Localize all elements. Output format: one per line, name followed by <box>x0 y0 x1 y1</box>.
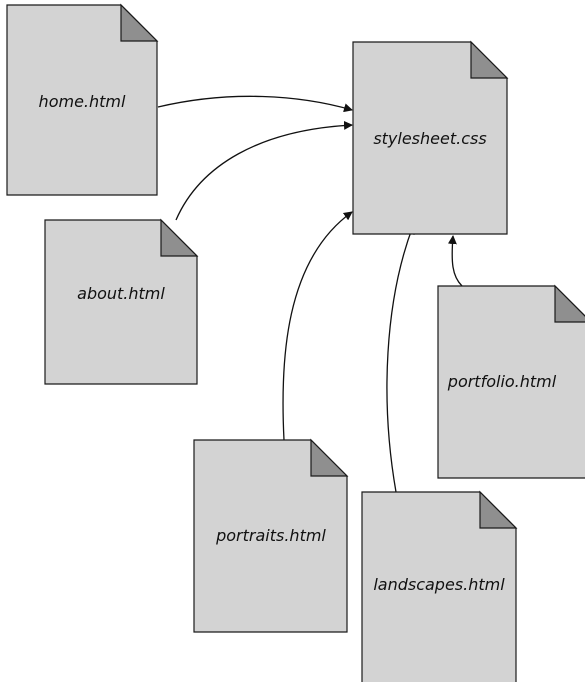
file-label-landscapes: landscapes.html <box>373 575 505 594</box>
arrow-about-to-stylesheet <box>175 120 353 221</box>
file-label-about: about.html <box>77 284 165 303</box>
file-icon-portfolio: portfolio.html <box>437 284 585 479</box>
file-label-portraits: portraits.html <box>215 526 326 545</box>
file-icon-landscapes: landscapes.html <box>361 490 518 682</box>
file-icon-about: about.html <box>44 218 199 385</box>
arrow-landscapes-to-stylesheet <box>386 225 415 493</box>
arrow-portfolio-to-stylesheet <box>447 235 463 287</box>
file-icon-portraits: portraits.html <box>193 438 349 633</box>
file-label-portfolio: portfolio.html <box>447 372 557 391</box>
file-label-home: home.html <box>39 92 126 111</box>
file-icon-stylesheet: stylesheet.css <box>352 40 509 235</box>
file-icon-home: home.html <box>6 3 159 196</box>
arrow-portraits-to-stylesheet <box>282 211 353 441</box>
arrow-home-to-stylesheet <box>157 95 353 113</box>
file-label-stylesheet: stylesheet.css <box>373 129 486 148</box>
